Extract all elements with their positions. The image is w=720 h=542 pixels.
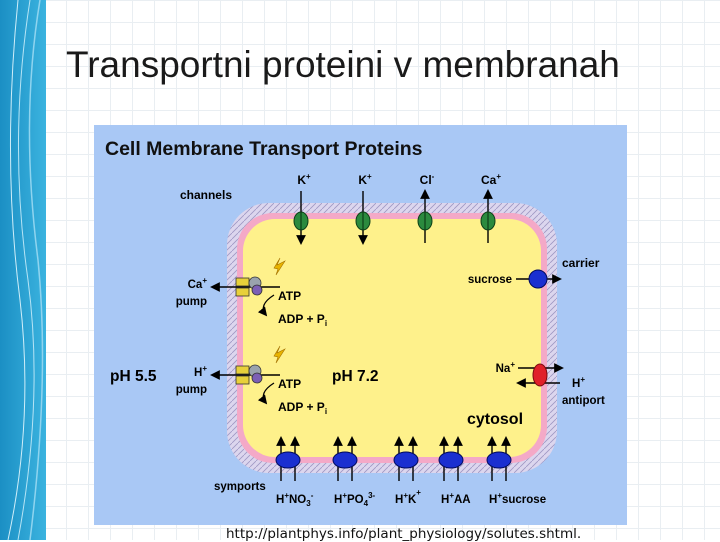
h-pump-ion: H+ (194, 364, 207, 379)
symport-protein-2 (332, 451, 358, 469)
ca-pump-cycle-arrow (257, 294, 275, 317)
cytoplasm (243, 219, 541, 457)
carrier-protein (528, 269, 548, 289)
diagram-heading: Cell Membrane Transport Proteins (105, 138, 423, 160)
carrier-label: carrier (562, 256, 600, 270)
source-url: http://plantphys.info/plant_physiology/s… (226, 526, 582, 542)
symport-substrate-5: H+sucrose (489, 491, 546, 506)
ca-pump-protein (235, 276, 263, 297)
transport-diagram: Cell Membrane Transport Proteins channel… (94, 125, 627, 525)
channel-protein-3 (417, 211, 433, 231)
slide-left-band (0, 0, 46, 540)
symport-protein-5 (486, 451, 512, 469)
antiport-label: antiport (562, 395, 605, 407)
ca-pump-label: pump (176, 296, 207, 308)
h-pump-protein (235, 364, 263, 385)
channel-protein-4 (480, 211, 496, 231)
h-pump-adp: ADP + Pi (278, 400, 327, 416)
symport-protein-1 (275, 451, 301, 469)
slide-title: Transportni proteini v membranah (66, 44, 620, 85)
ca-pump-energy-icon (273, 257, 286, 276)
channels-label: channels (180, 188, 232, 202)
carrier-substrate: sucrose (468, 274, 512, 286)
channel-protein-1 (293, 211, 309, 231)
symport-protein-3 (393, 451, 419, 469)
ca-pump-adp: ADP + Pi (278, 312, 327, 328)
h-pump-cycle-arrow (257, 382, 275, 405)
h-pump-energy-icon (273, 345, 286, 364)
ca-pump-atp: ATP (278, 289, 301, 303)
channel-protein-2 (355, 211, 371, 231)
channel-ion-1: K+ (297, 172, 311, 187)
antiport-na: Na+ (496, 360, 516, 375)
antiport-protein (532, 363, 548, 387)
channel-ion-2: K+ (358, 172, 372, 187)
ca-pump-ion: Ca+ (188, 276, 208, 291)
channel-ion-3: Cl- (420, 172, 435, 187)
ph-outside: pH 5.5 (110, 368, 157, 385)
symports-label: symports (214, 481, 266, 493)
antiport-h: H+ (572, 375, 585, 390)
symport-substrate-4: H+AA (441, 491, 471, 506)
symport-substrate-2: H+PO43- (334, 491, 376, 508)
diagram-svg: Cell Membrane Transport Proteins channel… (94, 125, 627, 525)
cytosol-label: cytosol (467, 411, 523, 428)
h-pump-atp: ATP (278, 377, 301, 391)
ph-inside: pH 7.2 (332, 368, 379, 385)
h-pump-label: pump (176, 384, 207, 396)
symport-substrate-1: H+NO3- (276, 491, 314, 508)
symport-protein-4 (438, 451, 464, 469)
symport-substrate-3: H+K+ (395, 488, 421, 506)
channel-ion-4: Ca+ (481, 172, 501, 187)
